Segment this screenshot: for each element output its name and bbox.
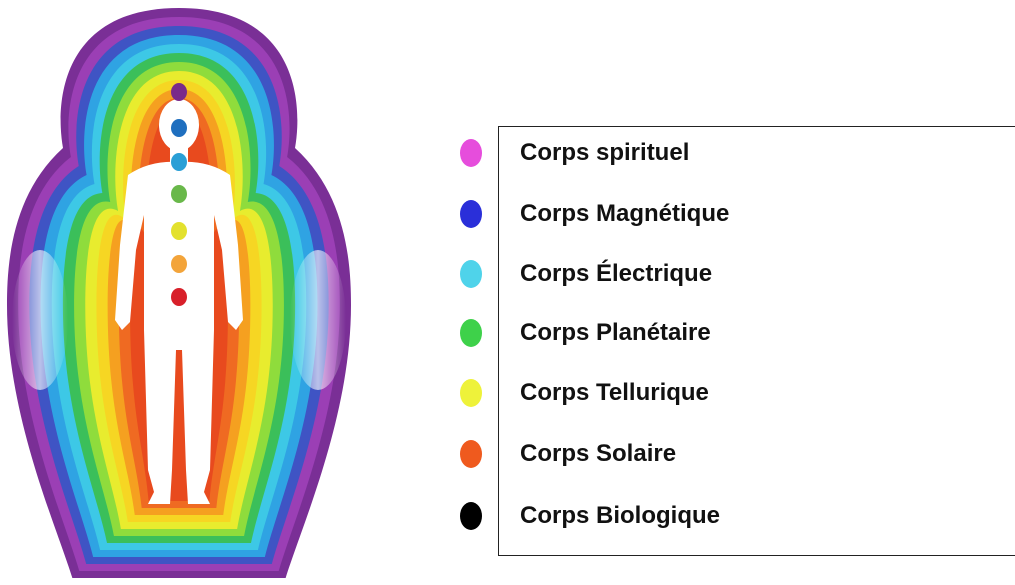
legend-item-corps-biologique: Corps Biologique bbox=[460, 496, 482, 536]
blue-circle-icon bbox=[460, 200, 482, 228]
aura-halo-right bbox=[290, 250, 346, 390]
legend-item-corps-magnetique: Corps Magnétique bbox=[460, 194, 482, 234]
orange-circle-icon bbox=[460, 440, 482, 468]
yellow-circle-icon bbox=[460, 379, 482, 407]
green-circle-icon bbox=[460, 319, 482, 347]
legend-label: Corps Tellurique bbox=[520, 379, 709, 407]
chakra-point bbox=[171, 255, 187, 273]
legend-label: Corps Électrique bbox=[520, 260, 712, 288]
legend-item-corps-electrique: Corps Électrique bbox=[460, 254, 482, 294]
chakra-point bbox=[171, 185, 187, 203]
legend-label: Corps Planétaire bbox=[520, 319, 711, 347]
legend-label: Corps Solaire bbox=[520, 440, 676, 468]
legend-item-corps-planetaire: Corps Planétaire bbox=[460, 313, 482, 353]
chakra-point bbox=[171, 288, 187, 306]
chakra-point bbox=[171, 153, 187, 171]
aura-halo-left bbox=[12, 250, 68, 390]
legend-label: Corps spirituel bbox=[520, 139, 689, 167]
chakra-point bbox=[171, 119, 187, 137]
chakra-point bbox=[171, 222, 187, 240]
chakra-point bbox=[171, 83, 187, 101]
magenta-circle-icon bbox=[460, 139, 482, 167]
legend-label: Corps Biologique bbox=[520, 502, 720, 530]
black-circle-icon bbox=[460, 502, 482, 530]
cyan-circle-icon bbox=[460, 260, 482, 288]
aura-body-illustration bbox=[0, 0, 360, 585]
legend-item-corps-solaire: Corps Solaire bbox=[460, 434, 482, 474]
legend-label: Corps Magnétique bbox=[520, 200, 729, 228]
legend-item-corps-spirituel: Corps spirituel bbox=[460, 133, 482, 173]
legend-item-corps-tellurique: Corps Tellurique bbox=[460, 373, 482, 413]
